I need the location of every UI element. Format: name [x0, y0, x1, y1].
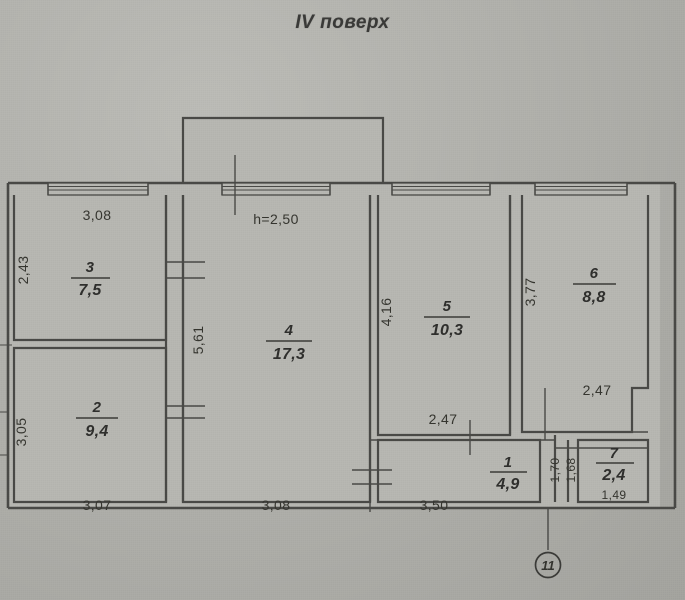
balcony-outline [181, 116, 385, 186]
window-room3 [47, 182, 149, 196]
room-3-label: 3 7,5 [71, 259, 110, 299]
dim-bottom-left-width: 3,07 [83, 497, 112, 513]
room-4-number: 4 [284, 322, 294, 339]
node-marker-11 [534, 508, 562, 579]
dim-corridor-height: 1,70 [548, 458, 562, 483]
dim-center-height: 5,61 [190, 326, 206, 355]
wall-piers [47, 183, 628, 195]
wall-ticks-bottom-right [469, 388, 648, 455]
dim-bottom-right-width: 3,50 [420, 497, 449, 513]
room-2-number: 2 [92, 399, 102, 416]
window-room5 [391, 182, 491, 196]
door-ticks-left [166, 261, 205, 419]
room-5-area: 10,3 [431, 322, 463, 339]
room-1-label: 1 4,9 [490, 454, 527, 493]
room-7-number: 7 [610, 445, 619, 462]
room-3-area: 7,5 [78, 282, 102, 299]
room-1-area: 4,9 [495, 476, 519, 493]
dim-room7-height: 1,68 [564, 458, 578, 483]
dim-room5-bottom-width: 2,47 [429, 411, 458, 427]
room-7 [553, 435, 650, 504]
room-6 [508, 195, 650, 435]
room-7-area: 2,4 [601, 467, 625, 484]
room-6-number: 6 [590, 265, 599, 282]
page-title: IV поверх [295, 12, 390, 33]
dim-room6-height: 3,77 [522, 278, 538, 307]
room-4-area: 17,3 [273, 346, 305, 363]
dim-room6-bottom-width: 2,47 [583, 382, 612, 398]
room-7-label: 7 2,4 [596, 445, 634, 484]
room-6-area: 8,8 [582, 289, 605, 306]
dim-top-left-width: 3,08 [83, 207, 112, 223]
room-6-label: 6 8,8 [573, 265, 616, 306]
dim-left-upper-height: 2,43 [15, 256, 31, 285]
dim-room7-bottom-width: 1,49 [602, 488, 627, 502]
window-room6 [534, 182, 628, 196]
dimension-leaders [0, 344, 12, 456]
dim-left-lower-height: 3,05 [13, 418, 29, 447]
room-1 [370, 438, 555, 504]
room-3-number: 3 [86, 259, 95, 276]
room-5-number: 5 [443, 298, 452, 315]
node-marker-label: 11 [541, 558, 555, 573]
building-outer-wall [6, 181, 677, 510]
room-4-label: 4 17,3 [266, 322, 312, 363]
window-room4 [221, 182, 331, 196]
ceiling-height-note: h=2,50 [253, 211, 299, 227]
dim-room5-height: 4,16 [378, 298, 394, 327]
room-1-number: 1 [504, 454, 513, 471]
room-2-label: 2 9,4 [76, 399, 118, 440]
room-5-label: 5 10,3 [424, 298, 470, 339]
dim-bottom-center-width: 3,08 [262, 497, 291, 513]
room-2-area: 9,4 [85, 423, 108, 440]
